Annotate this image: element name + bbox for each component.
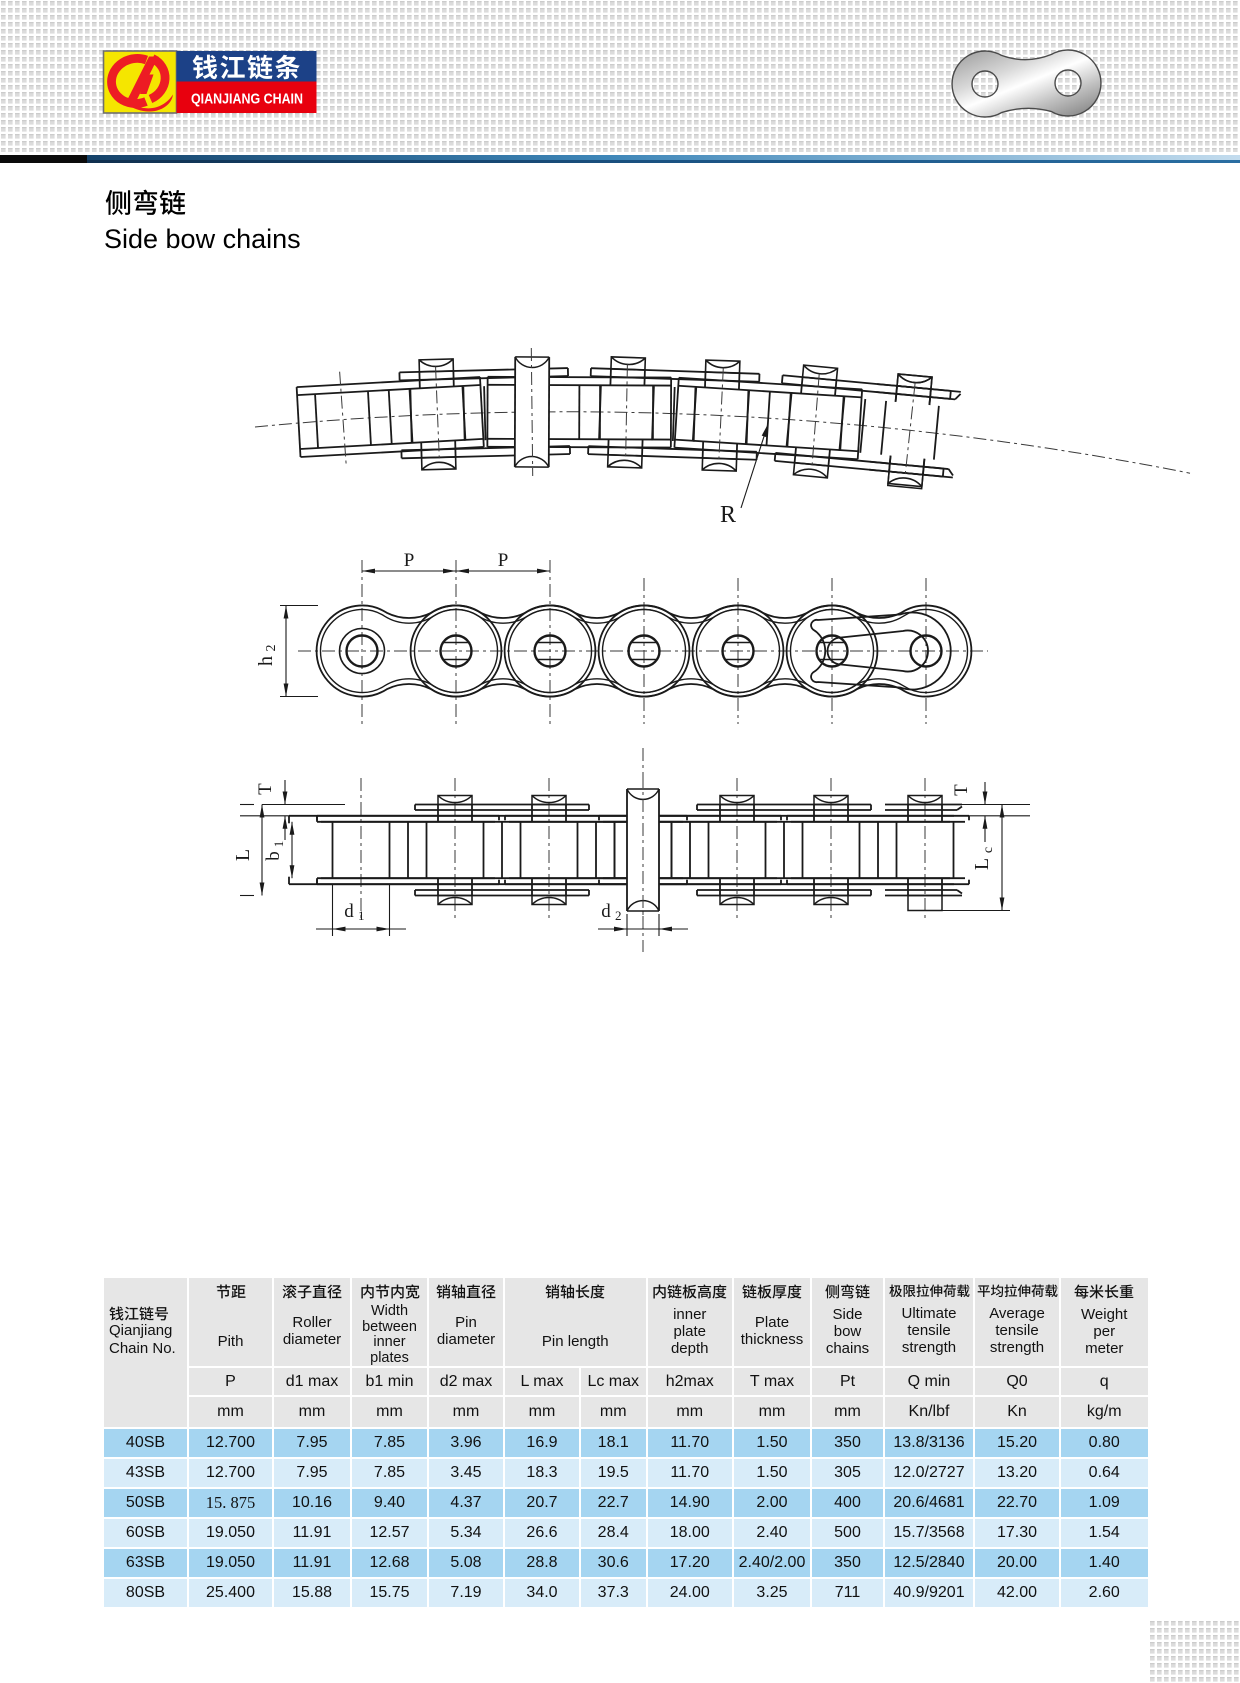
svg-text:QIANJIANG CHAIN: QIANJIANG CHAIN xyxy=(191,91,303,108)
svg-text:h: h xyxy=(255,656,277,666)
svg-text:1: 1 xyxy=(358,908,365,923)
svg-text:R: R xyxy=(720,502,736,528)
svg-text:1: 1 xyxy=(271,841,286,848)
svg-text:2: 2 xyxy=(264,645,279,652)
svg-text:T: T xyxy=(951,784,972,796)
svg-text:P: P xyxy=(404,550,415,571)
svg-text:2: 2 xyxy=(615,908,622,923)
svg-text:L: L xyxy=(232,849,254,861)
svg-text:d: d xyxy=(344,901,354,922)
svg-text:P: P xyxy=(498,550,509,571)
svg-text:b: b xyxy=(263,851,284,861)
svg-text:T: T xyxy=(255,783,276,795)
svg-text:c: c xyxy=(981,847,996,853)
svg-text:d: d xyxy=(601,901,611,922)
svg-text:L: L xyxy=(971,858,993,870)
